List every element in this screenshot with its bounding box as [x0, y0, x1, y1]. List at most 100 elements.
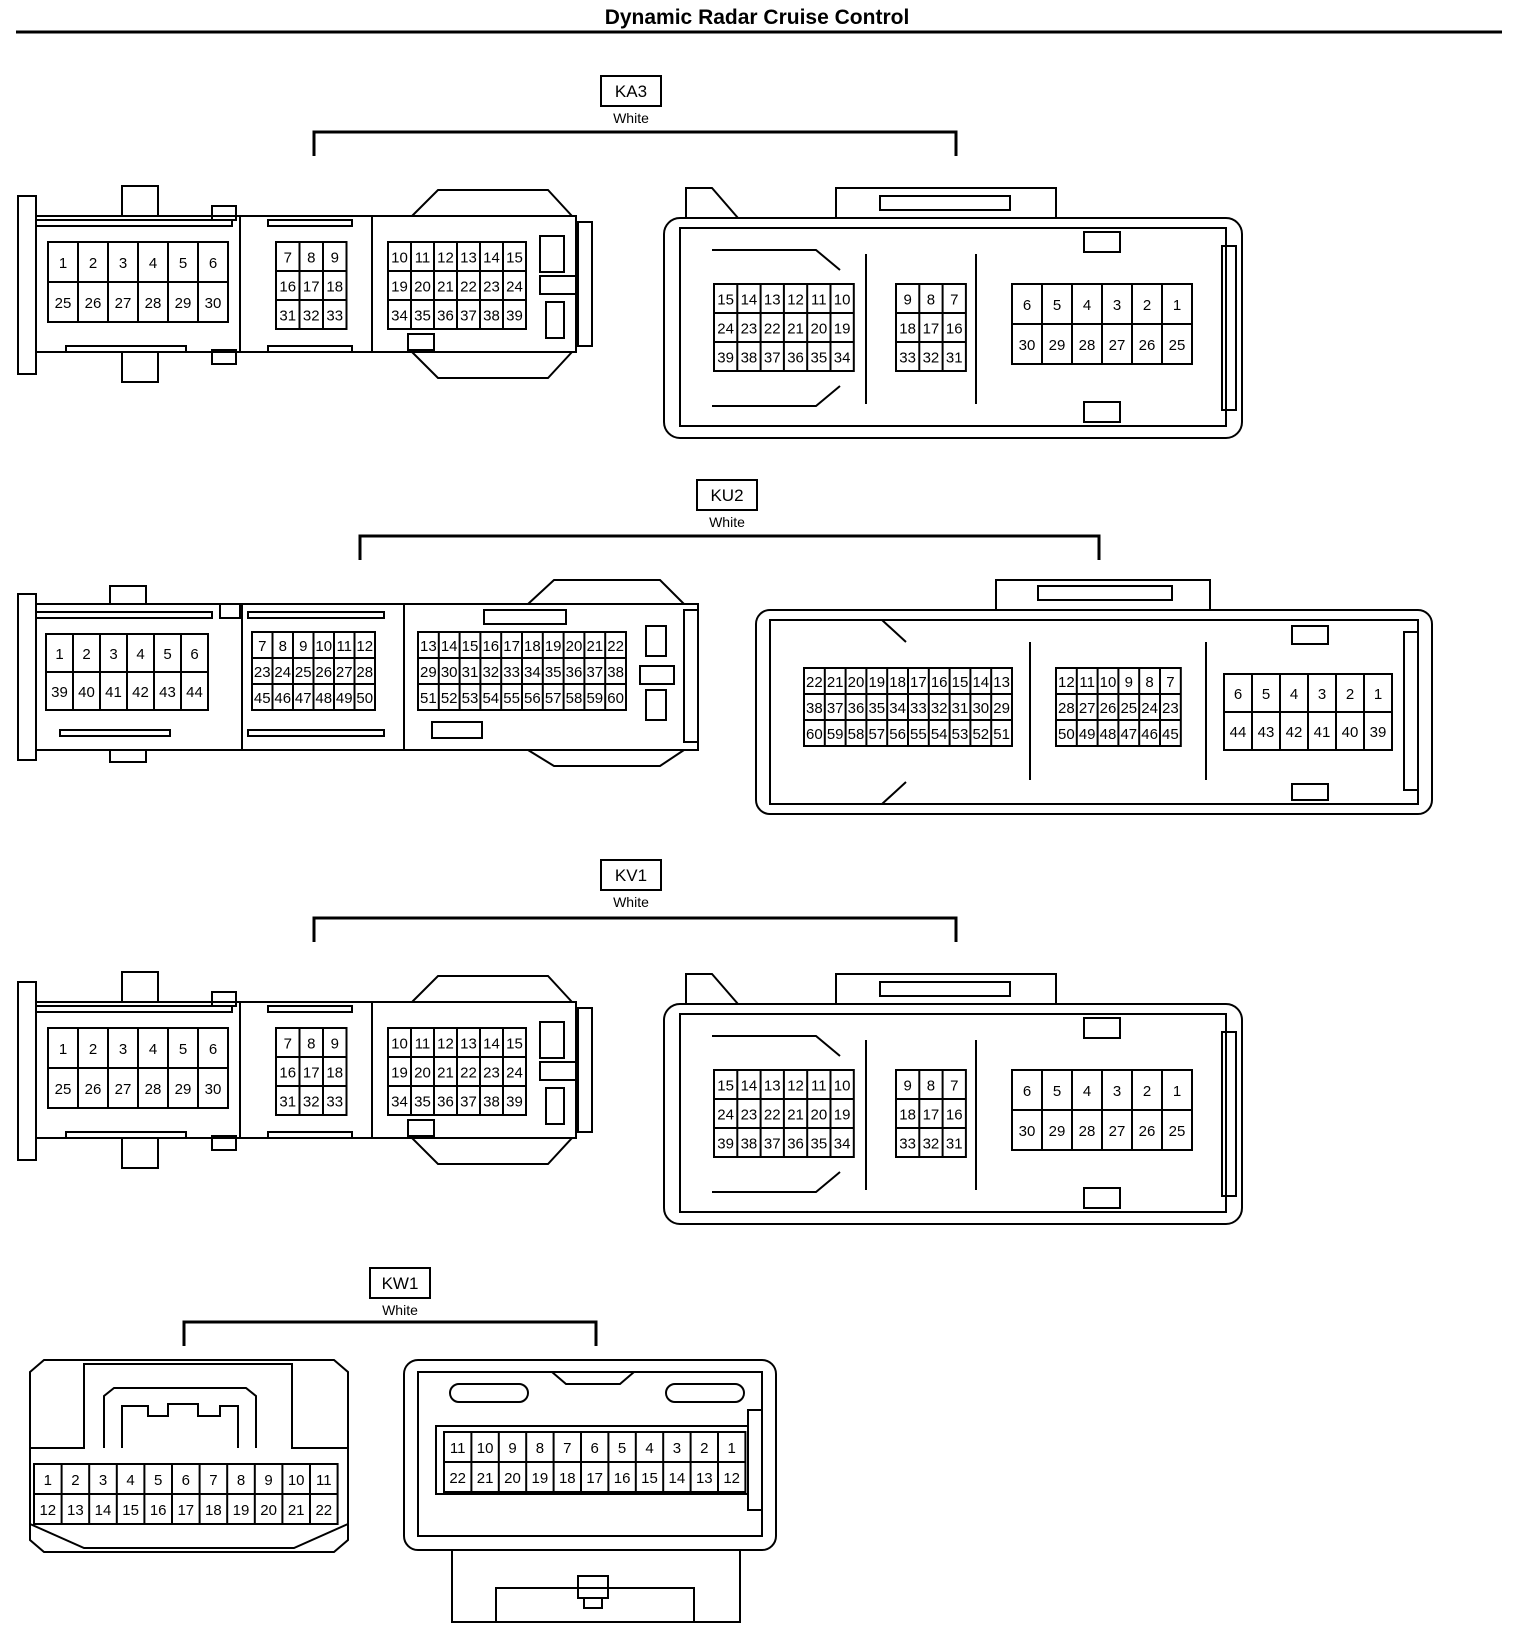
- pin-label: 33: [899, 1136, 916, 1153]
- pin-label: 1: [728, 1440, 736, 1457]
- pin-label: 9: [331, 1036, 339, 1053]
- pin-label: 12: [787, 292, 804, 309]
- pin-label: 12: [1058, 674, 1075, 691]
- pin-label: 33: [899, 350, 916, 367]
- pin-label: 11: [1079, 674, 1095, 691]
- pin-label: 59: [586, 690, 603, 707]
- pin-label: 2: [1143, 297, 1151, 314]
- bottom-notch: [1083, 1187, 1121, 1209]
- pin-label: 32: [303, 1094, 320, 1111]
- pin-label: 2: [1346, 686, 1354, 703]
- pin-label: 10: [288, 1472, 305, 1489]
- bottom-tab: [121, 1137, 159, 1169]
- pin-label: 27: [1109, 1123, 1126, 1140]
- pin-label: 57: [868, 726, 885, 743]
- pin-label: 24: [506, 279, 523, 296]
- pin-label: 11: [336, 638, 352, 655]
- pin-label: 14: [441, 638, 458, 655]
- latch-rail: [247, 729, 385, 737]
- pin-label: 34: [391, 308, 408, 325]
- top-slot: [665, 1383, 745, 1403]
- pin-label: 50: [356, 690, 373, 707]
- pin-label: 14: [483, 1036, 500, 1053]
- pin-label: 27: [1109, 337, 1126, 354]
- lock-inner: [495, 1587, 695, 1622]
- pin-label: 30: [1019, 337, 1036, 354]
- pin-label: 4: [1083, 1083, 1091, 1100]
- pin-label: 4: [136, 646, 144, 663]
- pin-label: 2: [700, 1440, 708, 1457]
- pin-label: 34: [524, 664, 541, 681]
- pin-label: 43: [159, 684, 176, 701]
- lock-cap: [411, 975, 573, 1003]
- top-tab: [121, 971, 159, 1003]
- lock-frame: [103, 1387, 257, 1448]
- pin-label: 17: [910, 674, 927, 691]
- pin-label: 17: [303, 1065, 320, 1082]
- pin-label: 39: [717, 350, 734, 367]
- connector-id-label: KU2: [710, 486, 743, 505]
- pin-label: 22: [806, 674, 823, 691]
- pin-label: 36: [848, 700, 865, 717]
- connector-color-label: White: [382, 1302, 418, 1318]
- pin-label: 8: [927, 1078, 935, 1095]
- pin-label: 29: [175, 1081, 192, 1098]
- pin-label: 9: [903, 1078, 911, 1095]
- inner-guide: [796, 619, 907, 643]
- page-title: Dynamic Radar Cruise Control: [605, 6, 910, 29]
- side-latch: [577, 221, 593, 347]
- inner-guide: [712, 249, 841, 271]
- housing-bottom: [29, 1523, 349, 1549]
- pin-label: 23: [741, 1107, 758, 1124]
- latch-rail: [267, 219, 353, 227]
- pin-label: 5: [163, 646, 171, 663]
- pin-label: 4: [149, 255, 157, 272]
- lock-housing: [451, 1550, 741, 1623]
- pin-label: 33: [910, 700, 927, 717]
- pin-label: 1: [59, 255, 67, 272]
- pin-label: 28: [1058, 700, 1075, 717]
- pin-label: 15: [717, 292, 734, 309]
- pin-label: 26: [85, 1081, 102, 1098]
- pin-label: 57: [545, 690, 562, 707]
- pin-label: 18: [889, 674, 906, 691]
- pin-label: 4: [1290, 686, 1298, 703]
- pin-label: 41: [105, 684, 122, 701]
- side-latch: [683, 609, 699, 743]
- pin-label: 1: [1173, 297, 1181, 314]
- connector-id-box: [696, 479, 758, 511]
- pin-label: 24: [506, 1065, 523, 1082]
- pin-label: 30: [441, 664, 458, 681]
- latch-rail: [65, 1131, 187, 1139]
- pin-label: 1: [1374, 686, 1382, 703]
- top-lock: [835, 187, 1057, 219]
- pin-frame: [435, 1425, 749, 1495]
- pin-label: 33: [503, 664, 520, 681]
- pin-label: 7: [1166, 674, 1174, 691]
- connector-color-label: White: [613, 894, 649, 910]
- pin-label: 11: [811, 1078, 827, 1095]
- pin-label: 20: [811, 1107, 828, 1124]
- pin-label: 19: [834, 321, 851, 338]
- pin-label: 24: [717, 1107, 734, 1124]
- pin-label: 14: [741, 1078, 758, 1095]
- pin-label: 15: [641, 1470, 658, 1487]
- pin-label: 15: [717, 1078, 734, 1095]
- pin-label: 28: [1079, 337, 1096, 354]
- latch-rail: [35, 219, 233, 227]
- pin-label: 6: [1023, 1083, 1031, 1100]
- pin-label: 51: [420, 690, 437, 707]
- pin-label: 26: [1100, 700, 1117, 717]
- pin-label: 17: [923, 321, 940, 338]
- inner-guide: [796, 781, 907, 805]
- connector-bracket: [312, 130, 958, 156]
- pin-label: 4: [149, 1041, 157, 1058]
- pin-label: 39: [51, 684, 68, 701]
- pin-label: 11: [415, 1036, 431, 1053]
- pin-label: 10: [1100, 674, 1117, 691]
- inner-guide: [712, 1171, 841, 1193]
- key-slot: [539, 275, 577, 295]
- pin-label: 24: [274, 664, 291, 681]
